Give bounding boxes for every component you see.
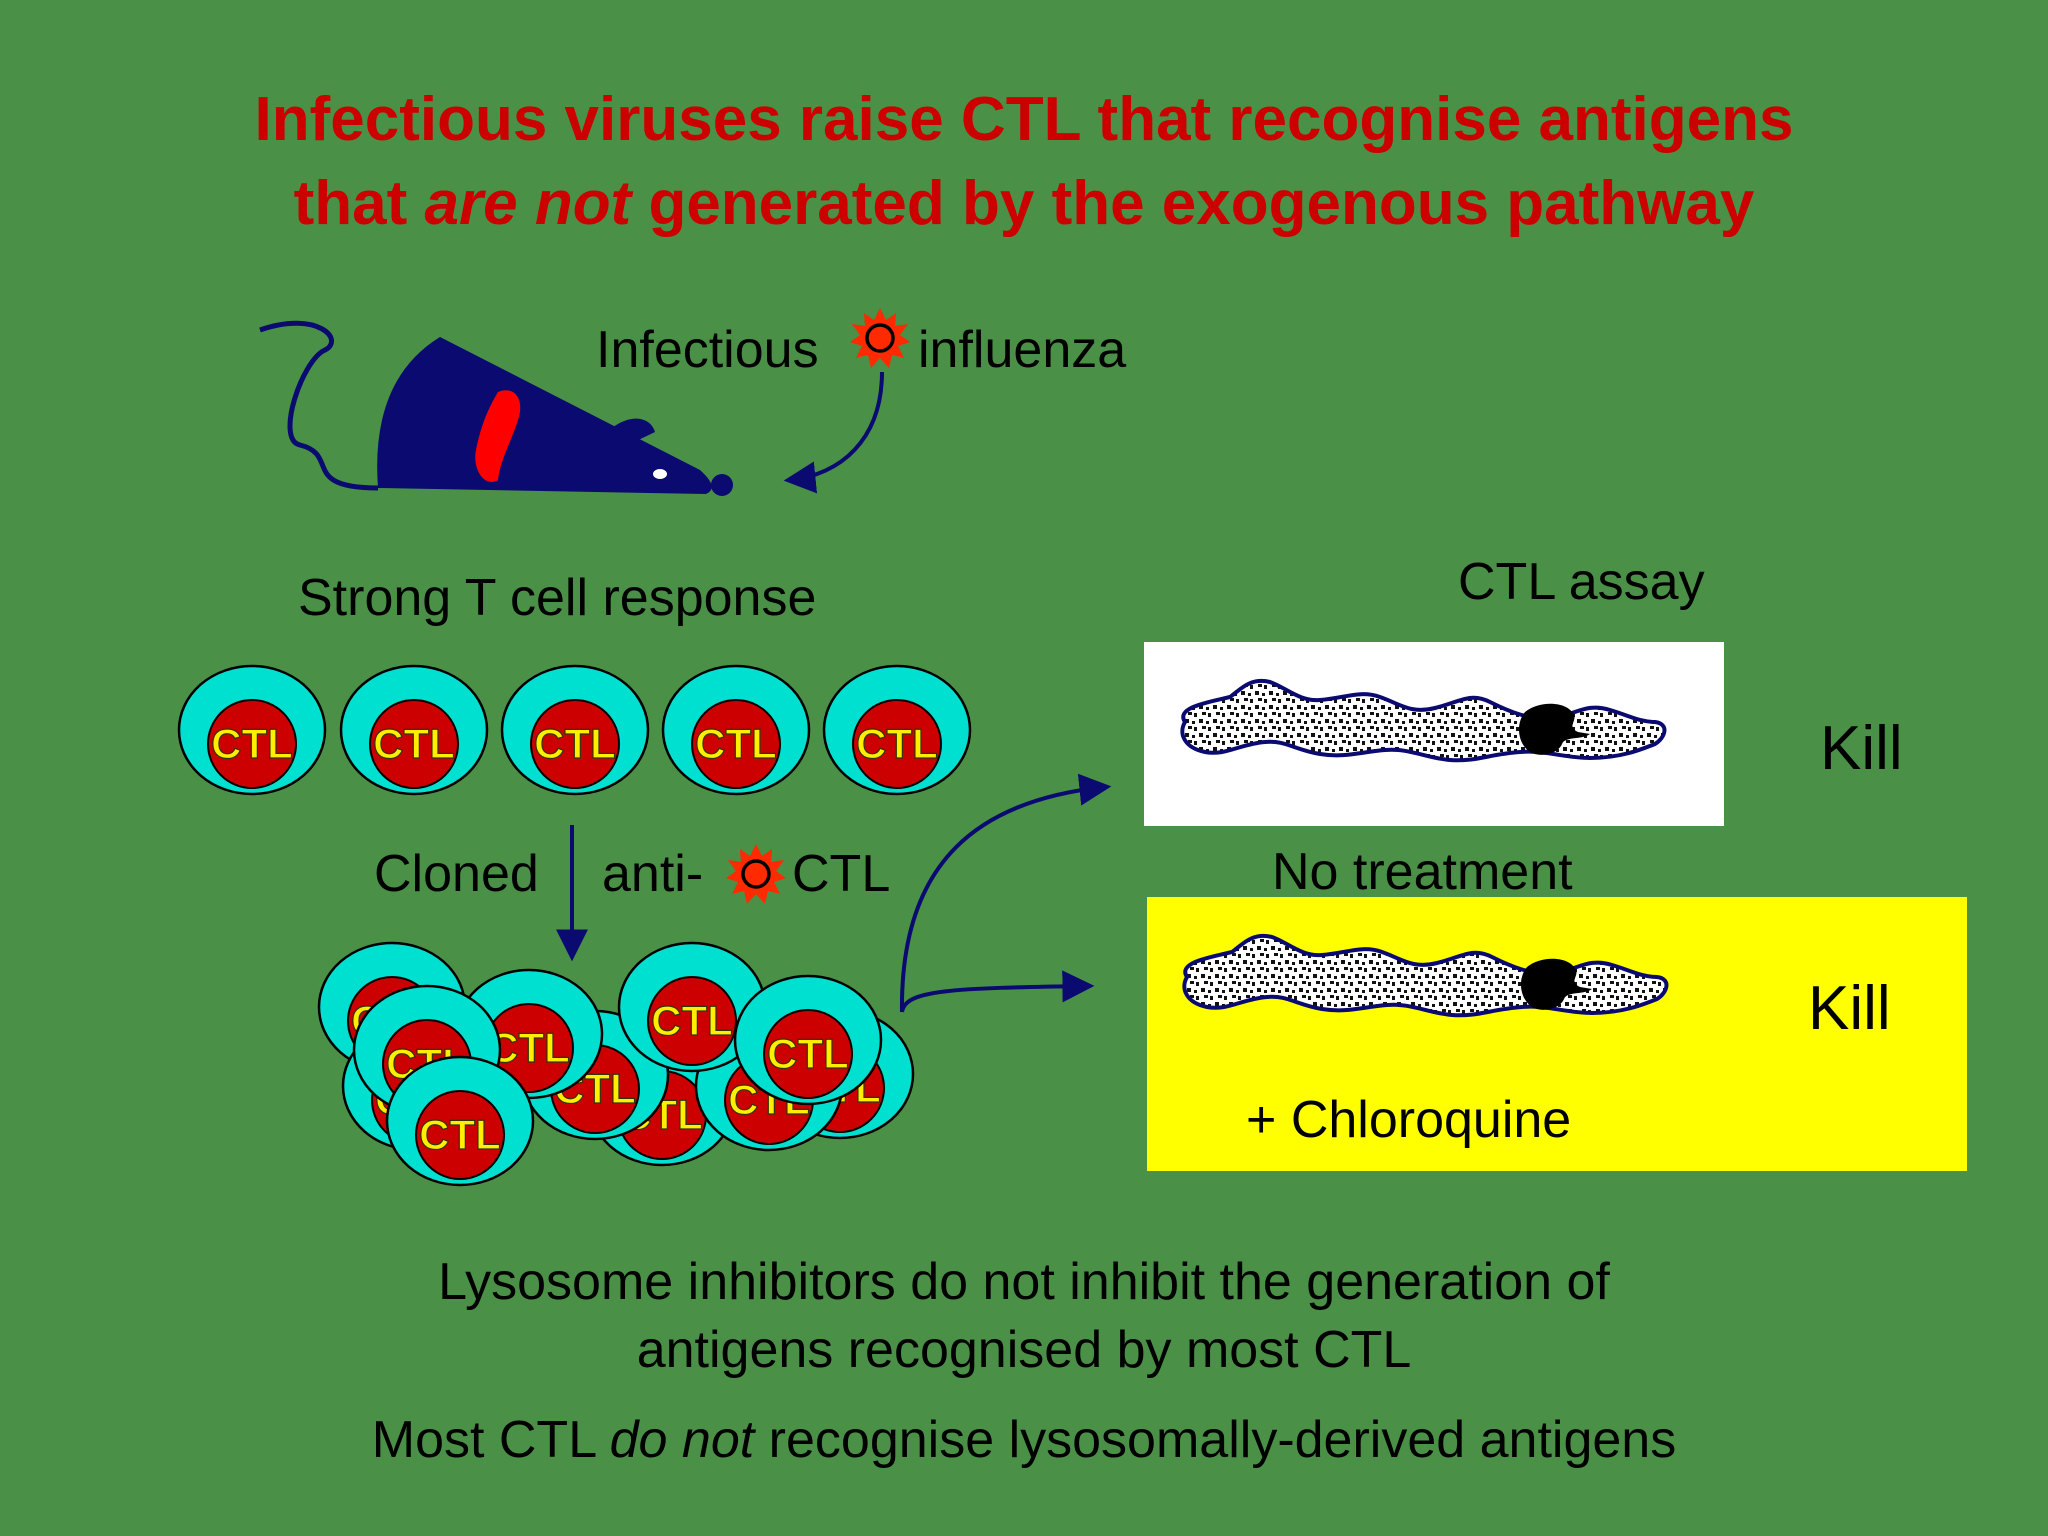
conclusion-line-3-end: recognise lysosomally-derived antigens bbox=[754, 1411, 1677, 1469]
ctl-cell: CTL bbox=[661, 664, 811, 796]
ctl-cell: CTL bbox=[733, 974, 883, 1106]
ctl-cell: CTL bbox=[177, 664, 327, 796]
title-line-2: that are not generated by the exogenous … bbox=[0, 162, 2048, 246]
response-label: Strong T cell response bbox=[298, 569, 817, 627]
ctl-cell: CTL bbox=[385, 1055, 535, 1187]
ctl-label: CTL bbox=[856, 720, 938, 767]
conclusion-line-1: Lysosome inhibitors do not inhibit the g… bbox=[438, 1253, 1610, 1311]
conclusion-line-3-start: Most CTL bbox=[371, 1411, 610, 1469]
cloned-label: Cloned bbox=[374, 845, 539, 903]
ctl-label: CTL bbox=[211, 720, 293, 767]
kill-result-1: Kill bbox=[1820, 714, 1903, 783]
conclusion-line-3: Most CTL do not recognise lysosomally-de… bbox=[0, 1406, 2048, 1474]
title-line-2-end: generated by the exogenous pathway bbox=[631, 169, 1755, 238]
virus-icon bbox=[848, 306, 912, 370]
ctl-row: CTL CTL CTL CTL CTL bbox=[177, 664, 972, 796]
ctl-label: CTL bbox=[651, 997, 733, 1044]
ctl-label: CTL bbox=[767, 1030, 849, 1077]
conclusion-line-2: antigens recognised by most CTL bbox=[636, 1321, 1412, 1379]
ctl-label: CTL bbox=[534, 720, 616, 767]
influenza-label: influenza bbox=[918, 321, 1127, 379]
anti-label: anti- bbox=[602, 845, 704, 903]
ctl-cell: CTL bbox=[617, 941, 767, 1073]
title-line-2-start: that bbox=[293, 169, 425, 238]
ctl-cell: CTL bbox=[822, 664, 972, 796]
conclusion-emphasis: do not bbox=[609, 1411, 755, 1469]
conclusion: Lysosome inhibitors do not inhibit the g… bbox=[0, 1248, 2048, 1384]
arrow-to-chloroquine bbox=[900, 970, 1095, 1013]
anti-ctl-label: CTL bbox=[792, 845, 891, 903]
assay-title: CTL assay bbox=[1458, 553, 1705, 611]
infectious-label: Infectious bbox=[596, 321, 819, 379]
slide-title: Infectious viruses raise CTL that recogn… bbox=[0, 78, 2048, 246]
virus-icon bbox=[724, 842, 788, 906]
infection-arrow bbox=[783, 371, 884, 494]
title-line-1: Infectious viruses raise CTL that recogn… bbox=[254, 85, 1794, 154]
ctl-label: CTL bbox=[488, 1024, 570, 1071]
ctl-cell: CTL bbox=[454, 968, 604, 1100]
title-emphasis: are not bbox=[424, 169, 632, 238]
mouse-icon bbox=[259, 320, 733, 496]
arrow-to-no-treatment bbox=[899, 773, 1112, 1013]
ctl-label: CTL bbox=[373, 720, 455, 767]
ctl-cell: CTL bbox=[500, 664, 650, 796]
ctl-cell: CTL bbox=[339, 664, 489, 796]
ctl-label: CTL bbox=[695, 720, 777, 767]
no-treatment-label: No treatment bbox=[1272, 843, 1573, 901]
chloroquine-label: + Chloroquine bbox=[1246, 1091, 1572, 1149]
ctl-label: CTL bbox=[419, 1111, 501, 1158]
kill-result-2: Kill bbox=[1808, 974, 1891, 1043]
